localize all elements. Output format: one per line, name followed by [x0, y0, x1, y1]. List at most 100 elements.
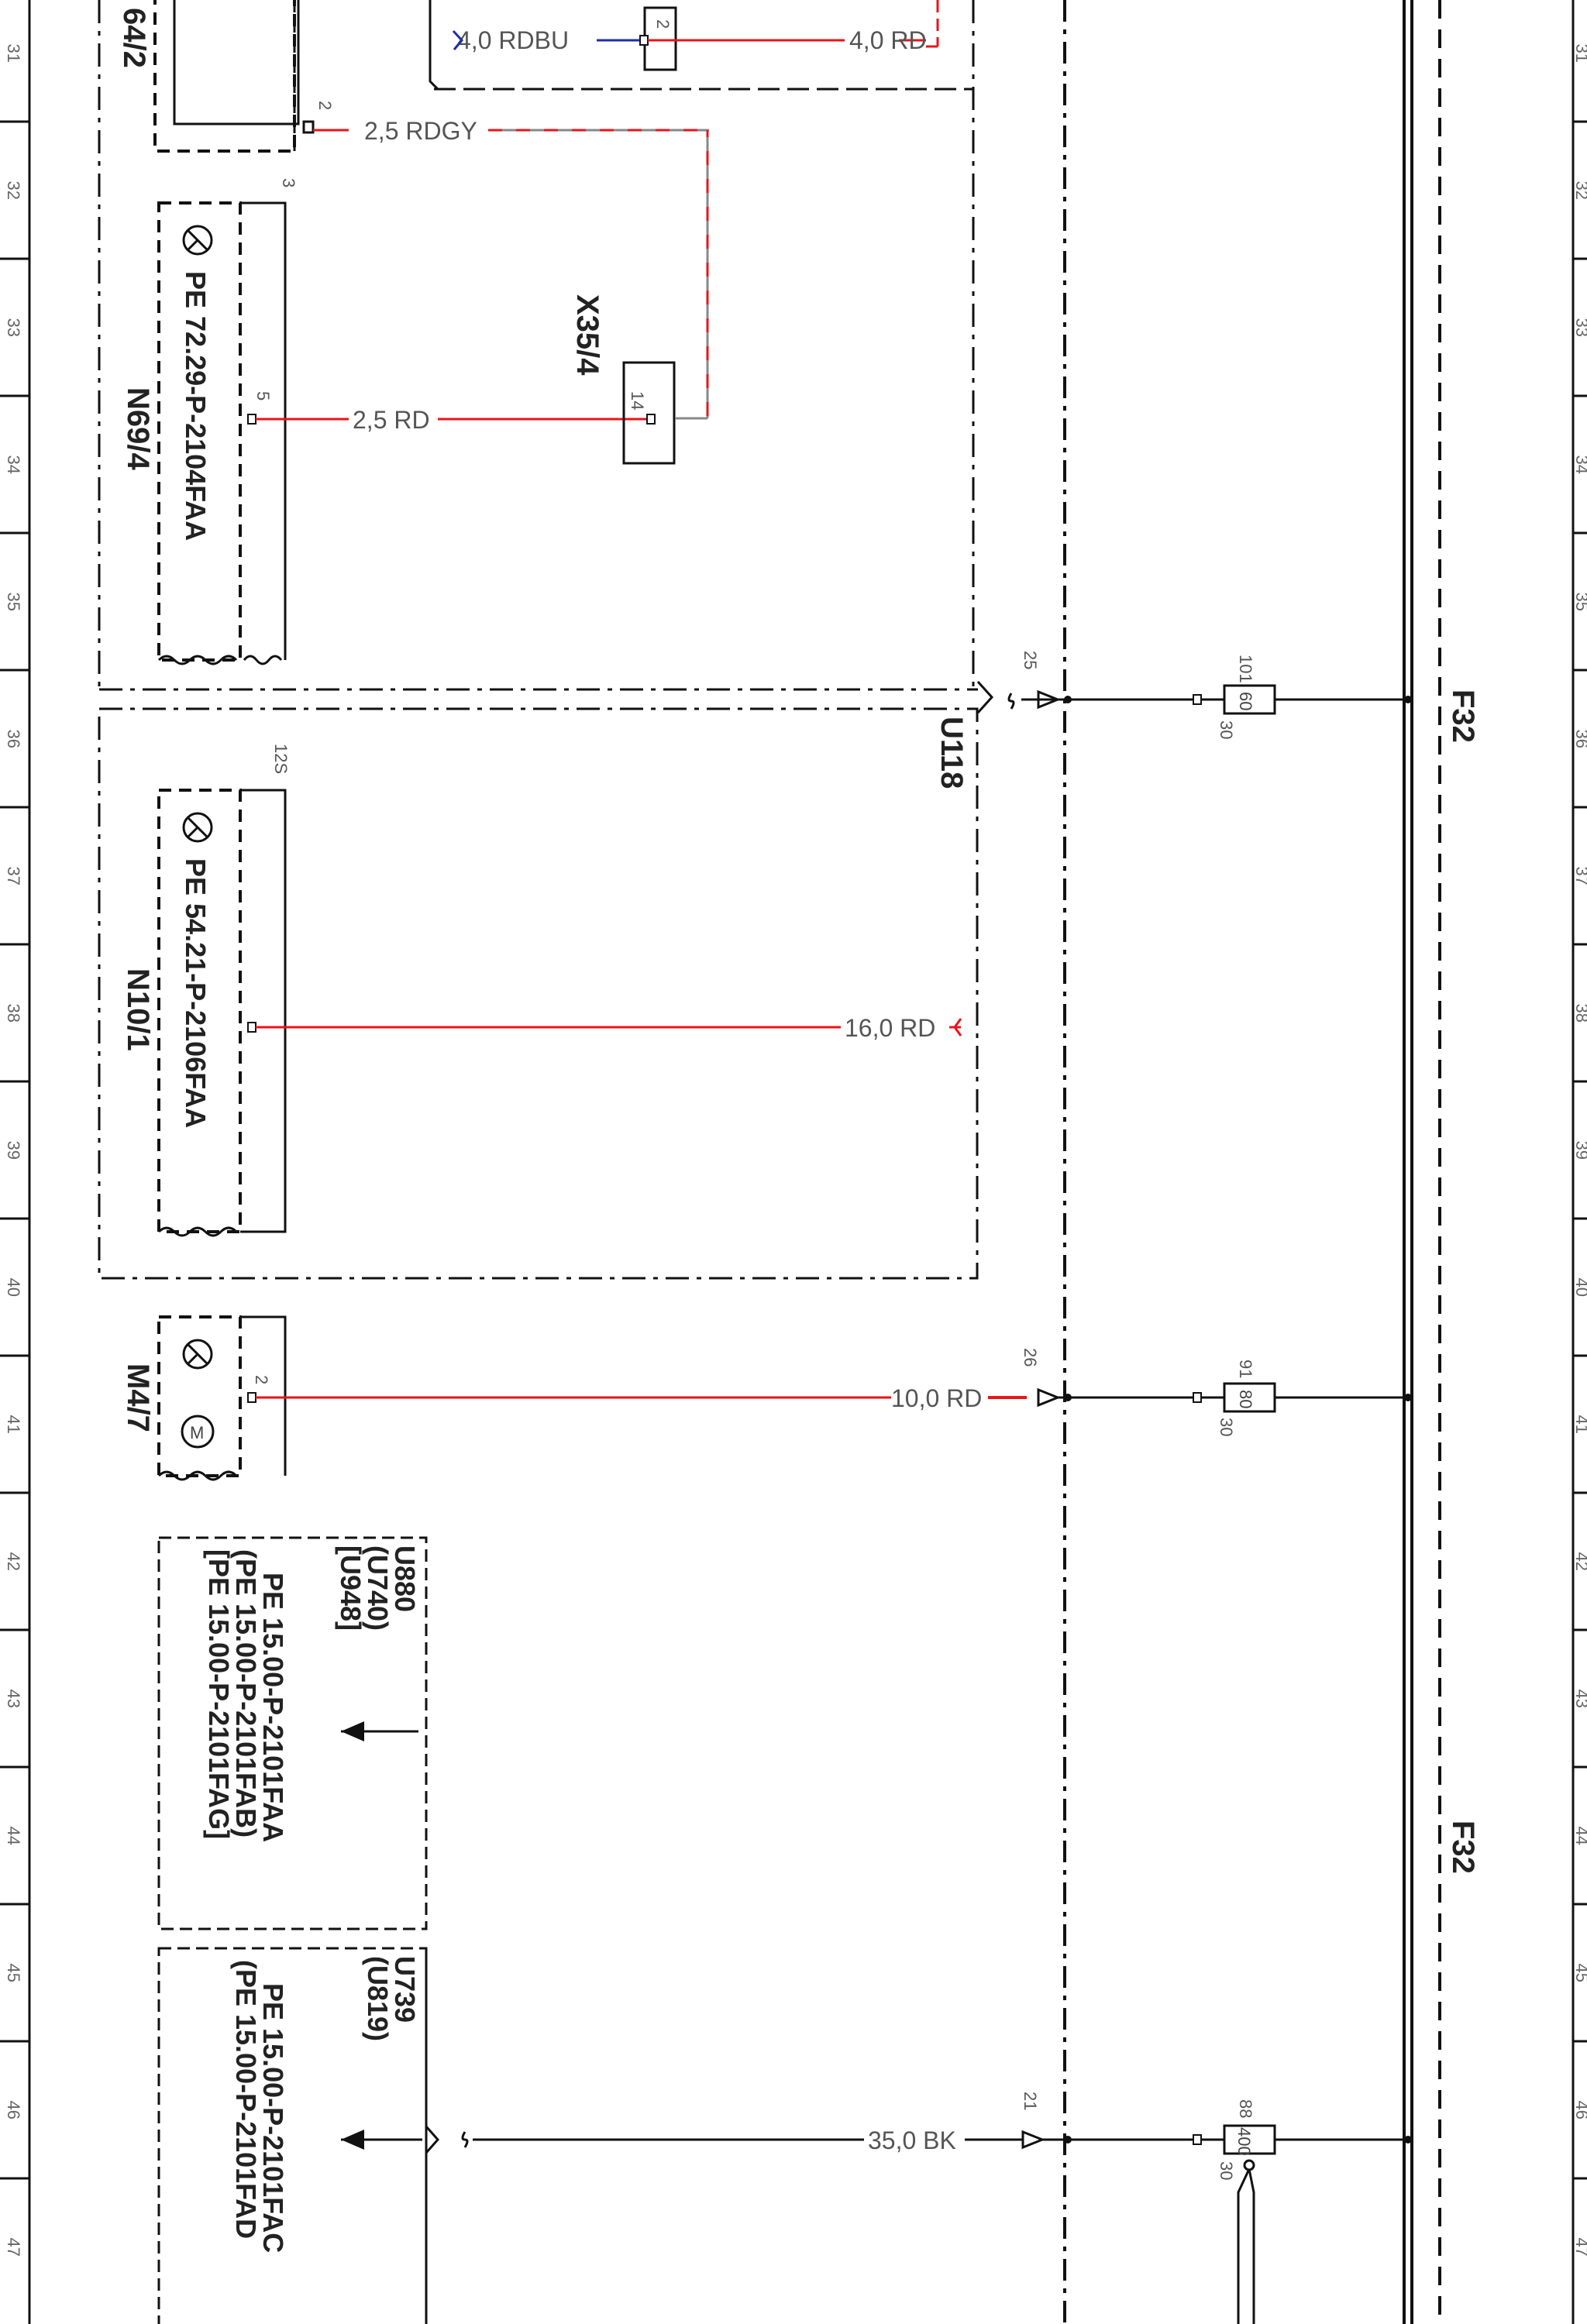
fuse-60-num: 101	[1236, 655, 1255, 683]
node-26-label: 26	[1021, 1348, 1040, 1367]
ruler-row-label: 47	[4, 2238, 23, 2257]
bus-node-26: 26	[1021, 1348, 1197, 1408]
wire-label-rdgy: 2,5 RDGY	[364, 117, 477, 145]
pin-12s-n10: 12S	[271, 744, 291, 774]
ruler-row-label: 38	[4, 1004, 23, 1023]
ruler-row-label: 42	[1572, 1552, 1587, 1571]
ruler-row-label: 45	[4, 1964, 23, 1982]
pin-2-rdgy: 2	[315, 101, 335, 110]
pin-5-n69: 5	[253, 391, 273, 401]
u880-ref-2: (PE 15.00-P-2101FAB)	[230, 1549, 262, 1838]
fuse-80-rating: 80	[1236, 1390, 1255, 1408]
ruler-row-label: 42	[4, 1552, 23, 1571]
ruler-row-label: 46	[4, 2101, 23, 2119]
label-u118: U118	[935, 717, 969, 789]
fuse-60: 60 101 30	[1193, 655, 1412, 739]
bus-lines	[1063, 0, 1441, 2324]
ruler-row-label: 46	[1572, 2101, 1587, 2119]
ruler-row-label: 31	[1572, 44, 1587, 63]
ruler-row-label: 41	[1572, 1415, 1587, 1434]
fuse-60-rating: 60	[1236, 692, 1255, 710]
ruler-row-label: 45	[1572, 1964, 1587, 1982]
ruler-row-label: 39	[1572, 1141, 1587, 1160]
component-u118-area: U118	[98, 0, 994, 1280]
component-m4-7: M M4/7 2 10,0 RD	[121, 1315, 1027, 1481]
sensor-icon-n10	[182, 812, 213, 843]
label-m4-7: M4/7	[121, 1363, 155, 1432]
label-f32-lower: F32	[1446, 1820, 1480, 1874]
ruler-row-label: 43	[1572, 1690, 1587, 1708]
wire-label-rdbu: 4,0 RDBU	[457, 26, 569, 54]
sensor-icon-m4	[182, 1339, 213, 1370]
pin-3-n69: 3	[279, 178, 298, 187]
row-rulers	[28, 0, 1575, 2324]
pin-2-m4: 2	[252, 1375, 271, 1384]
ruler-row-label: 43	[4, 1690, 23, 1708]
ruler-row-label: 32	[1572, 181, 1587, 200]
ref-n69: PE 72.29-P-2104FAA	[180, 271, 212, 541]
u880-ref-3: [PE 15.00-P-2101FAG]	[203, 1549, 235, 1839]
u880-ref-1: PE 15.00-P-2101FAA	[257, 1573, 289, 1842]
ruler-row-label: 44	[1572, 1827, 1587, 1845]
label-n69-4: N69/4	[121, 387, 155, 470]
wire-label-35-0-bk: 35,0 BK	[868, 2126, 956, 2154]
wire-label-2-5-rd: 2,5 RD	[353, 406, 430, 434]
ruler-row-label: 37	[1572, 867, 1587, 885]
pin-14-x35: 14	[628, 391, 647, 410]
u739-ref-1: PE 15.00-P-2101FAC	[257, 1983, 289, 2253]
ruler-row-label: 37	[4, 867, 23, 885]
ruler-row-label: 31	[4, 44, 23, 63]
u880-variant-3: [U948]	[335, 1545, 367, 1631]
ruler-row-label: 44	[4, 1827, 23, 1845]
motor-icon	[181, 1415, 215, 1449]
sensor-icon	[182, 225, 213, 256]
fuse-80-num: 91	[1236, 1360, 1255, 1378]
ruler-labels-left: 31 32 33 34 35 36 37 38 39 40 41 42 43 44 45 46 47	[0, 44, 29, 2257]
u880-variant-2: (U740)	[362, 1545, 394, 1631]
wire-label-16-0-rd: 16,0 RD	[845, 1014, 935, 1042]
fuse-60-term: 30	[1217, 720, 1236, 739]
u739-ref-2: (PE 15.00-P-2101FAD	[230, 1960, 262, 2239]
wire-label-10-0-rd: 10,0 RD	[891, 1384, 982, 1412]
node-25-label: 25	[1021, 651, 1040, 669]
fuse-80: 80 91 30	[1193, 1360, 1412, 1436]
pin-2-top-connector: 2	[653, 19, 673, 29]
component-64-2: 64/2 2 4,0 RDBU 4,0 RD 2 2,5 RDGY	[98, 0, 973, 689]
ruler-row-label: 40	[4, 1278, 23, 1297]
wire-label-4-0-rd: 4,0 RD	[849, 26, 927, 54]
ruler-row-label: 33	[1572, 318, 1587, 337]
fuse-80-term: 30	[1217, 1418, 1236, 1436]
node-21-label: 21	[1021, 2092, 1040, 2110]
fuse-400: 400 88 30	[1193, 2099, 1412, 2324]
u880-variant-1: U880	[389, 1545, 421, 1612]
fuse-400-num: 88	[1236, 2099, 1255, 2118]
ref-n10: PE 54.21-P-2106FAA	[180, 858, 212, 1128]
connector-x35-4: 14 X35/4	[570, 294, 676, 465]
ruler-row-label: 33	[4, 318, 23, 337]
label-n10-1: N10/1	[121, 968, 155, 1051]
u739-variant-2: (U819)	[362, 1956, 394, 2041]
ruler-row-label: 47	[1572, 2238, 1587, 2257]
ruler-row-label: 39	[4, 1141, 23, 1160]
label-64-2: 64/2	[117, 8, 151, 68]
ruler-row-label: 38	[1572, 1004, 1587, 1023]
ruler-row-label: 41	[4, 1415, 23, 1434]
component-n69-4: PE 72.29-P-2104FAA N69/4 3 5 2,5 RD	[121, 178, 649, 665]
ruler-row-label: 32	[4, 181, 23, 200]
label-x35-4: X35/4	[570, 294, 604, 376]
ruler-row-label: 40	[1572, 1278, 1587, 1297]
label-f32-upper: F32	[1446, 689, 1480, 743]
ruler-row-label: 34	[4, 456, 23, 474]
ruler-row-label: 36	[1572, 730, 1587, 748]
ruler-row-label: 36	[4, 730, 23, 748]
ruler-row-label: 34	[1572, 456, 1587, 474]
component-u739: U739 (U819) PE 15.00-P-2101FAC (PE 15.00…	[157, 1947, 1023, 2324]
svg-text:M: M	[190, 1423, 204, 1442]
u739-variant-1: U739	[389, 1956, 421, 2023]
component-u880: U880 (U740) [U948] PE 15.00-P-2101FAA (P…	[157, 1536, 428, 1930]
bus-node-25: 25	[1007, 651, 1197, 710]
ruler-row-label: 35	[4, 593, 23, 611]
fuse-400-term: 30	[1217, 2161, 1236, 2180]
